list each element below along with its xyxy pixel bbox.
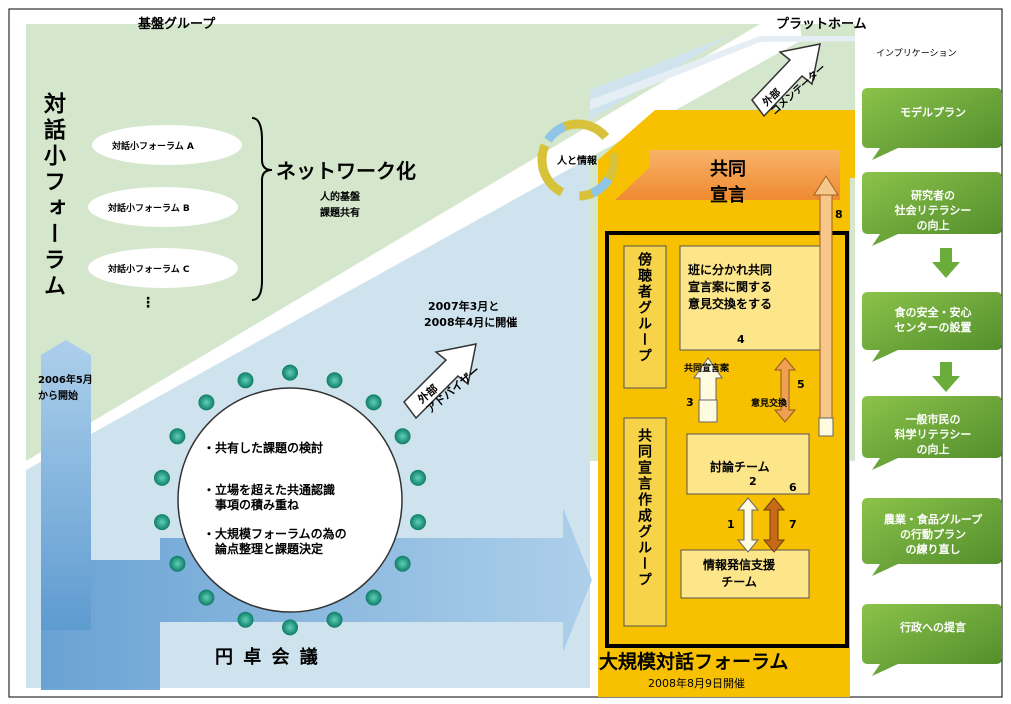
num-1: 1 (727, 518, 735, 531)
listener-group-label: 傍聴者グループ (636, 252, 652, 364)
implication-2: 研究者の 社会リテラシー の向上 (894, 189, 972, 232)
tag-arrow-2 (932, 362, 960, 392)
more-forums-dots: ⋮ (141, 295, 155, 311)
implication-bubble (862, 604, 1002, 676)
info-team-box (680, 549, 810, 599)
forum-b-label: 対話小フォーラム B (108, 204, 190, 214)
num-8: 8 (835, 208, 843, 221)
listener-discussion-box (679, 245, 831, 351)
opinion-label: 意見交換 (751, 399, 788, 409)
implication-bubble (862, 498, 1002, 576)
implication-tags (862, 88, 1002, 676)
drafting-group-box (623, 417, 667, 627)
roundtable-dot (198, 394, 215, 411)
blue-arrow-vertical (41, 355, 91, 630)
forum-a-ellipse (92, 125, 242, 165)
num-2: 2 (749, 475, 757, 488)
people-info-cycle (537, 119, 619, 201)
roundtable-dot (410, 514, 426, 531)
num-6: 6 (789, 481, 797, 494)
held-date-1: 2007年3月と (428, 300, 500, 313)
roundtable-dot (169, 428, 186, 445)
roundtable-dots (154, 364, 426, 636)
roundtable-label: 円 卓 会 議 (215, 647, 320, 668)
commentator-arrow (751, 43, 821, 118)
discussion-team-label: 討論チーム (710, 460, 770, 474)
num-7: 7 (789, 518, 797, 531)
people-info-label: 人と情報 (557, 156, 597, 167)
num-4: 4 (737, 333, 745, 346)
platform-label: プラットホーム (776, 17, 867, 32)
implication-label: インプリケーション (876, 49, 957, 59)
implication-4: 一般市民の 科学リテラシー の向上 (894, 413, 972, 456)
arrow-8 (819, 189, 833, 431)
joint-label: 共同 (710, 159, 746, 180)
network-sub1: 人的基盤 (320, 192, 360, 203)
roundtable-dot (410, 469, 426, 486)
roundtable-dot (154, 514, 170, 531)
listener-discussion-text: 班に分かれ共同 宣言案に関する 意見交換をする (688, 263, 773, 311)
circle-item-2: ・立場を超えた共通認識 事項の積み重ね (203, 483, 336, 512)
arrow-1 (736, 497, 760, 553)
network-sub2: 課題共有 (320, 208, 360, 219)
implication-bubble (862, 88, 1002, 160)
listener-group-box (623, 245, 667, 389)
roundtable-circle (177, 387, 403, 613)
implication-bubble (862, 292, 1002, 362)
arrow-3 (693, 357, 723, 401)
implication-5: 農業・食品グループ の行動プラン の練り直し (883, 513, 983, 556)
declaration-label: 宣言 (710, 185, 746, 206)
forum-brace (251, 117, 273, 301)
roundtable-dot (394, 555, 411, 572)
drafting-group-label: 共同宣言作成グループ (636, 428, 652, 588)
roundtable-dot (282, 619, 298, 636)
roundtable-dot (326, 372, 343, 389)
adviser-arrow (403, 343, 477, 420)
forum-frame (605, 231, 849, 648)
num-3: 3 (686, 396, 694, 409)
forum-title: 大規模対話フォーラム (599, 651, 789, 673)
forum-b-ellipse (88, 187, 238, 227)
arrow-7 (762, 497, 786, 553)
roundtable-dot (365, 394, 382, 411)
start-date-2: から開始 (38, 391, 78, 402)
num-5: 5 (797, 378, 805, 391)
circle-item-1: ・共有した課題の検討 (203, 441, 324, 455)
roundtable-dot (326, 611, 343, 628)
roundtable-dot (169, 555, 186, 572)
roundtable-dot (154, 469, 170, 486)
circle-item-3: ・大規模フォーラムの為の 論点整理と課題決定 (203, 527, 347, 556)
roundtable-dot (237, 372, 254, 389)
start-date-1: 2006年5月 (38, 375, 93, 386)
roundtable-dot (198, 589, 215, 606)
forum-a-label: 対話小フォーラム A (112, 142, 194, 152)
draft-label: 共同宣言案 (684, 364, 730, 374)
network-title: ネットワーク化 (276, 159, 416, 183)
roundtable-dot (282, 364, 298, 381)
forum-c-label: 対話小フォーラム C (108, 265, 190, 275)
arrow-5 (773, 357, 797, 423)
roundtable-dot (365, 589, 382, 606)
info-team-label: 情報発信支援 チーム (703, 558, 776, 589)
base-group-label: 基盤グループ (138, 17, 216, 32)
implication-6: 行政への提言 (900, 621, 966, 634)
forum-c-ellipse (88, 248, 238, 288)
roundtable-dot (237, 611, 254, 628)
implication-bubble (862, 396, 1002, 470)
implication-bubble (862, 172, 1002, 246)
tag-arrow-1 (932, 248, 960, 278)
held-date-2: 2008年4月に開催 (424, 316, 518, 329)
small-forum-vertical-title: 対話小フォーラム (40, 92, 65, 300)
roundtable-dot (394, 428, 411, 445)
forum-date: 2008年8月9日開催 (648, 677, 745, 690)
diagonal-divider (26, 24, 802, 470)
discussion-team-box (686, 433, 810, 495)
implication-3: 食の安全・安心 センターの設置 (894, 306, 972, 334)
implication-1: モデルプラン (900, 106, 966, 119)
